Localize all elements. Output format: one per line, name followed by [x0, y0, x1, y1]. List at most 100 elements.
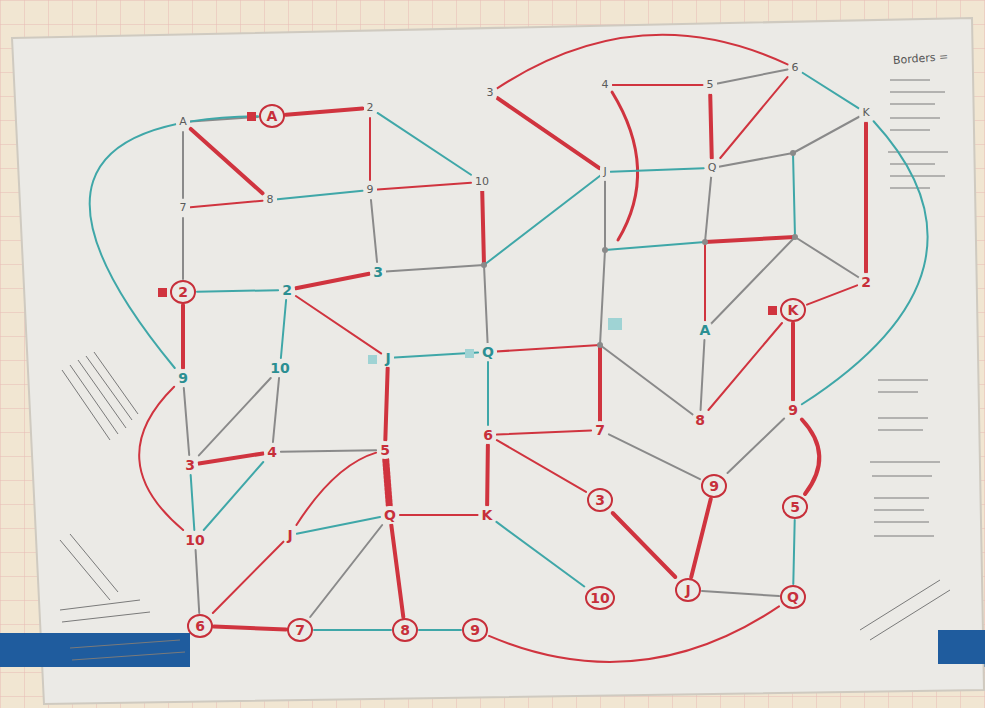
track-connector: [378, 113, 472, 175]
station-label: 6: [483, 427, 493, 443]
track-connector: [807, 285, 857, 304]
station-node: 4: [599, 76, 612, 94]
station-label: 9: [178, 370, 188, 386]
station-label: 3: [185, 457, 195, 473]
track-connector: [400, 514, 478, 516]
handwritten-notes: [60, 80, 950, 660]
station-node: 5: [704, 76, 717, 94]
junction-dots: [481, 150, 798, 348]
track: [795, 237, 866, 282]
station-node: 6: [480, 426, 496, 444]
station-label: J: [685, 582, 690, 598]
track-connector: [489, 606, 779, 662]
track-connector: [803, 73, 859, 108]
track-connector: [802, 121, 928, 404]
station-label: 2: [367, 101, 374, 114]
track: [598, 345, 602, 430]
track: [600, 250, 605, 345]
track-connector: [710, 95, 712, 158]
station-label: A: [700, 322, 711, 338]
station-node: Q: [780, 585, 806, 609]
junction-dot: [481, 262, 487, 268]
station-label: 2: [178, 284, 188, 300]
track-connector: [184, 388, 189, 455]
station-node: J: [600, 163, 609, 181]
track-connector: [497, 440, 586, 492]
station-node: Q: [479, 343, 497, 361]
station-node: 10: [585, 586, 614, 610]
station-node: 9: [701, 474, 727, 498]
station-node: K: [859, 104, 872, 122]
station-node: 8: [392, 618, 418, 642]
track: [600, 345, 700, 420]
note-scribble: [860, 580, 950, 640]
note-scribble: [878, 380, 928, 430]
station-label: 10: [475, 175, 489, 188]
track-connector: [791, 323, 795, 400]
track-connector: [497, 430, 591, 434]
track: [705, 237, 795, 242]
handwritten-note: Borders =: [893, 50, 949, 67]
track-connector: [204, 462, 264, 530]
station-label: Q: [384, 507, 396, 523]
station-node: 10: [182, 531, 207, 549]
station-label: 2: [861, 274, 871, 290]
track-connector: [691, 499, 711, 577]
station-label: 9: [788, 402, 798, 418]
track-connector: [296, 453, 376, 525]
track-connector: [611, 168, 704, 171]
track-connector: [199, 453, 263, 463]
track-connector: [199, 378, 271, 455]
station-label: 7: [595, 422, 605, 438]
track-connector: [485, 445, 490, 505]
station-label: 3: [595, 492, 605, 508]
junction-dot: [790, 150, 796, 156]
station-label: 5: [790, 499, 800, 515]
station-label: 2: [282, 282, 292, 298]
track: [488, 345, 600, 352]
track: [612, 92, 638, 240]
station-node: 3: [370, 263, 386, 281]
station-label: 6: [195, 618, 205, 634]
station-node: 2: [279, 281, 295, 299]
track-connector: [369, 118, 371, 180]
station-node: K: [780, 298, 806, 322]
track-connector: [385, 368, 387, 440]
station-label: 8: [400, 622, 410, 638]
station-node: 7: [177, 199, 190, 217]
station-node: J: [382, 349, 393, 367]
station-node: J: [675, 578, 701, 602]
track-connector: [613, 84, 703, 86]
track-connector: [702, 591, 779, 596]
station-label: 5: [707, 78, 714, 91]
station-node: K: [479, 506, 496, 524]
track-lines: [378, 92, 866, 430]
station-label: 10: [590, 590, 609, 606]
track-connector: [496, 522, 584, 587]
track-connector: [728, 419, 785, 473]
station-label: K: [862, 106, 869, 119]
station-label: K: [788, 302, 799, 318]
track-connector: [278, 191, 363, 200]
track-connector: [197, 290, 278, 292]
station-label: 5: [380, 442, 390, 458]
station-node: 7: [287, 618, 313, 642]
station-label: Q: [787, 589, 799, 605]
blue-band: [0, 633, 190, 667]
track: [378, 265, 484, 272]
track: [705, 168, 712, 242]
station-label: 7: [295, 622, 305, 638]
station-label: 8: [267, 193, 274, 206]
track-connector: [296, 274, 369, 288]
station-node: 10: [267, 359, 292, 377]
junction-dot: [602, 247, 608, 253]
track-connector: [487, 362, 489, 425]
note-scribble: [870, 462, 940, 536]
track-connector: [296, 296, 382, 354]
track-connector: [181, 305, 185, 368]
station-node: A: [176, 113, 190, 131]
track: [604, 172, 606, 250]
station-node: 2: [364, 99, 377, 117]
station-label: Q: [482, 344, 494, 360]
